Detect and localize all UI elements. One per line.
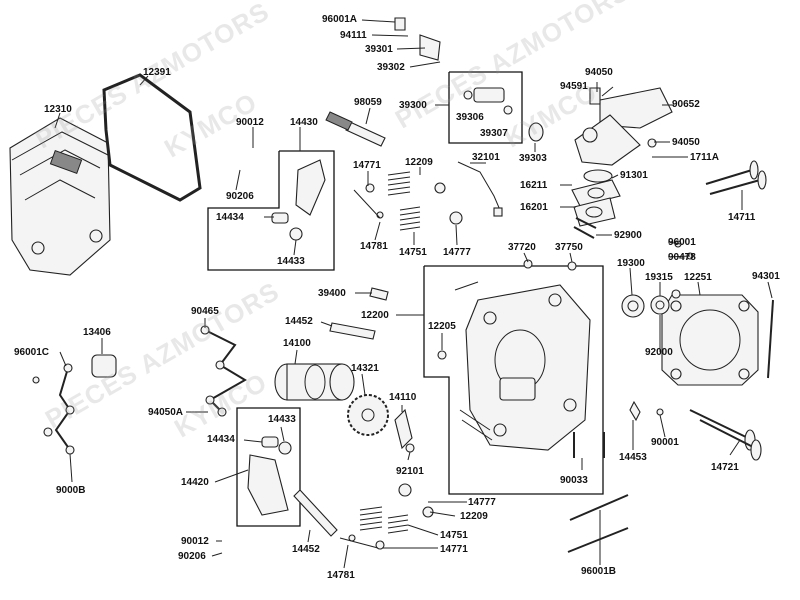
part-label: 12391 xyxy=(143,67,171,78)
cylinder-head-cover xyxy=(9,117,111,276)
chain-tensioner xyxy=(394,408,413,450)
part-label: 90465 xyxy=(191,306,219,317)
part-label: 12251 xyxy=(684,272,712,283)
part-label: 14771 xyxy=(353,160,381,171)
part-label: 14433 xyxy=(268,414,296,425)
cylinder-head xyxy=(454,281,591,451)
part-label: 14452 xyxy=(292,544,320,555)
rocker-arm-group-box-top xyxy=(207,150,335,271)
cylinder-head-group-box xyxy=(423,265,604,495)
part-label: 14777 xyxy=(468,497,496,508)
part-label: 94050A xyxy=(148,407,184,418)
studs-and-bolts xyxy=(32,217,774,553)
part-label: 92101 xyxy=(396,466,424,477)
rocker-shafts xyxy=(293,322,376,537)
part-label: 94301 xyxy=(752,271,780,282)
rocker-arm-bottom xyxy=(247,436,292,516)
valve-springs-bottom xyxy=(339,483,434,550)
part-label: 39306 xyxy=(456,112,484,123)
part-label: 94050 xyxy=(585,67,613,78)
part-label: 16211 xyxy=(520,180,548,191)
part-label: 14721 xyxy=(711,462,739,473)
part-label: 19300 xyxy=(617,258,645,269)
part-label: 39307 xyxy=(480,128,508,139)
part-label: 90478 xyxy=(668,252,696,263)
part-label: 90206 xyxy=(178,551,206,562)
oil-seals xyxy=(621,294,670,318)
part-label: 96001A xyxy=(322,14,358,25)
rocker-arm-group-box-bottom xyxy=(236,407,301,527)
part-label: 12310 xyxy=(44,104,72,115)
part-label: 14751 xyxy=(440,530,468,541)
part-label: 94050 xyxy=(672,137,700,148)
part-label: 96001C xyxy=(14,347,50,358)
part-label: 12209 xyxy=(460,511,488,522)
part-label: 39300 xyxy=(399,100,427,111)
part-label: 37720 xyxy=(508,242,536,253)
part-label: 90652 xyxy=(672,99,700,110)
part-label: 19315 xyxy=(645,272,673,283)
leader-lines xyxy=(54,19,773,569)
part-label: 96001 xyxy=(668,237,696,248)
intake-manifold xyxy=(574,87,673,166)
part-label: 14434 xyxy=(216,212,244,223)
intake-valves xyxy=(689,409,762,461)
injector-group-box xyxy=(448,71,523,144)
part-label: 94591 xyxy=(560,81,588,92)
valve-springs-top xyxy=(353,171,463,231)
part-label: 90012 xyxy=(181,536,209,547)
head-gasket xyxy=(661,294,759,386)
rocker-arm-top xyxy=(271,159,326,241)
part-label: 12205 xyxy=(428,321,456,332)
part-label: 92000 xyxy=(645,347,673,358)
part-label: 14711 xyxy=(728,212,756,223)
part-label: 14452 xyxy=(285,316,313,327)
part-label: 16201 xyxy=(520,202,548,213)
part-label: 12200 xyxy=(361,310,389,321)
injector-assembly xyxy=(394,17,544,142)
part-label: 12209 xyxy=(405,157,433,168)
part-label: 39301 xyxy=(365,44,393,55)
part-label: 14771 xyxy=(440,544,468,555)
part-label: 92900 xyxy=(614,230,642,241)
part-label: 32101 xyxy=(472,152,500,163)
part-label: 14430 xyxy=(290,117,318,128)
part-label: 39400 xyxy=(318,288,346,299)
part-label: 98059 xyxy=(354,97,382,108)
part-label: 14777 xyxy=(443,247,471,258)
part-label: 14420 xyxy=(181,477,209,488)
part-label: 91301 xyxy=(620,170,648,181)
oil-pipe xyxy=(200,325,247,417)
part-label: 14110 xyxy=(389,392,417,403)
spark-plug xyxy=(325,111,386,147)
exhaust-valves xyxy=(705,160,767,195)
part-label: 14100 xyxy=(283,338,311,349)
part-label: 90012 xyxy=(236,117,264,128)
camshaft xyxy=(274,363,355,401)
cover-gasket xyxy=(102,73,202,202)
part-label: 14781 xyxy=(360,241,388,252)
cam-sprocket xyxy=(347,394,389,436)
part-label: 94111 xyxy=(340,30,367,41)
part-label: 14434 xyxy=(207,434,235,445)
part-label: 14453 xyxy=(619,452,647,463)
part-label: 96001B xyxy=(581,566,617,577)
part-label: 14321 xyxy=(351,363,379,374)
part-label: 37750 xyxy=(555,242,583,253)
part-label: 14433 xyxy=(277,256,305,267)
part-label: 90033 xyxy=(560,475,588,486)
part-label: 13406 xyxy=(83,327,111,338)
sensor-wire xyxy=(457,161,503,217)
part-label: 90206 xyxy=(226,191,254,202)
part-label: 39302 xyxy=(377,62,405,73)
part-label: 9000B xyxy=(56,485,86,496)
intake-gaskets xyxy=(571,169,621,227)
part-label: 39303 xyxy=(519,153,547,164)
part-label: 1711A xyxy=(690,152,719,163)
part-label: 14781 xyxy=(327,570,355,581)
part-label: 14751 xyxy=(399,247,427,258)
part-label: 90001 xyxy=(651,437,679,448)
